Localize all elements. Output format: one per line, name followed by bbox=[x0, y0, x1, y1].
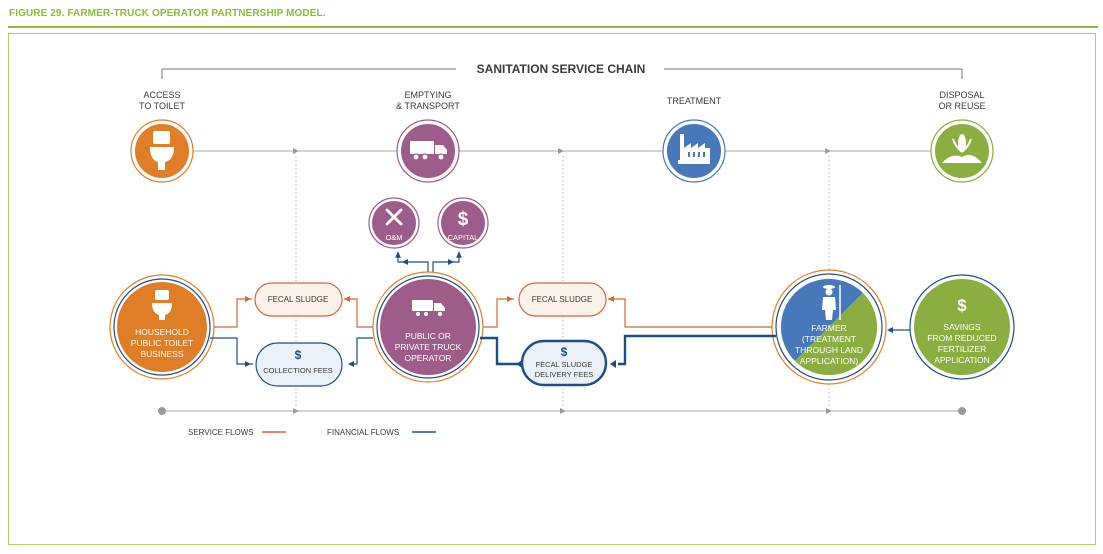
stage-emptying-label-2: & TRANSPORT bbox=[396, 101, 460, 111]
stage-treatment-label: TREATMENT bbox=[667, 96, 722, 106]
savings-dollar-icon: $ bbox=[957, 296, 967, 315]
toilet-icon bbox=[152, 290, 172, 320]
savings-label-1: SAVINGS bbox=[943, 322, 980, 332]
legend: SERVICE FLOWS FINANCIAL FLOWS bbox=[188, 428, 436, 437]
household-label-2: PUBLIC TOILET bbox=[131, 338, 194, 348]
bottom-timeline bbox=[158, 407, 966, 415]
delivery-fees-pill: $ FECAL SLUDGE DELIVERY FEES bbox=[520, 339, 608, 387]
service-flow-lines bbox=[214, 298, 772, 328]
stage-toilet-icon bbox=[130, 119, 194, 183]
farmer-node: FARMER (TREATMENT THROUGH LAND APPLICATI… bbox=[771, 269, 887, 385]
stage-disposal-label-1: DISPOSAL bbox=[939, 90, 984, 100]
truck-icon bbox=[412, 300, 445, 318]
figure-frame bbox=[8, 33, 1096, 545]
stage-disposal-label-2: OR REUSE bbox=[938, 101, 985, 111]
cost-flow-arrowheads bbox=[402, 259, 454, 265]
financial-flow-arrowheads bbox=[245, 327, 893, 368]
delivery-dollar-icon: $ bbox=[561, 345, 568, 359]
capital-circle: $ CAPITAL bbox=[437, 197, 489, 249]
farmer-label-4: APPLICATION) bbox=[800, 356, 859, 366]
household-label-1: HOUSEHOLD bbox=[135, 327, 189, 337]
capital-label: CAPITAL bbox=[448, 233, 479, 242]
stage-access-label-1: ACCESS bbox=[143, 90, 180, 100]
title-rule bbox=[8, 26, 1098, 28]
fecal-sludge-label-2: FECAL SLUDGE bbox=[532, 295, 593, 304]
delivery-fees-label-2: DELIVERY FEES bbox=[535, 370, 594, 379]
savings-node: $ SAVINGS FROM REDUCED FERTILIZER APPLIC… bbox=[909, 274, 1015, 380]
farmer-label-2: (TREATMENT bbox=[802, 334, 856, 344]
household-label-3: BUSINESS bbox=[141, 349, 184, 359]
collection-fees-label: COLLECTION FEES bbox=[263, 366, 333, 375]
collection-fees-pill: $ COLLECTION FEES bbox=[255, 342, 343, 387]
operator-label-2: PRIVATE TRUCK bbox=[395, 342, 462, 352]
chain-bracket bbox=[161, 68, 963, 79]
farmer-label-1: FARMER bbox=[811, 323, 846, 333]
chain-line bbox=[193, 148, 931, 154]
cost-flow-lines bbox=[395, 251, 462, 276]
farmer-label-3: THROUGH LAND bbox=[795, 345, 863, 355]
fecal-sludge-pill-2: FECAL SLUDGE bbox=[518, 282, 607, 317]
stage-access-label-2: TO TOILET bbox=[139, 101, 186, 111]
stage-factory-icon bbox=[662, 119, 726, 183]
operator-label-1: PUBLIC OR bbox=[405, 331, 451, 341]
stage-crop-icon bbox=[930, 119, 994, 183]
tools-icon bbox=[385, 208, 403, 226]
legend-financial-label: FINANCIAL FLOWS bbox=[327, 428, 399, 437]
fecal-sludge-label-1: FECAL SLUDGE bbox=[268, 295, 329, 304]
delivery-fees-label-1: FECAL SLUDGE bbox=[536, 360, 593, 369]
figure-title: FIGURE 29. FARMER-TRUCK OPERATOR PARTNER… bbox=[9, 8, 326, 19]
om-circle: O&M bbox=[368, 197, 420, 249]
farmer-icon bbox=[822, 285, 841, 320]
savings-label-2: FROM REDUCED bbox=[927, 333, 996, 343]
operator-label-3: OPERATOR bbox=[405, 353, 452, 363]
om-label: O&M bbox=[385, 233, 402, 242]
stage-truck-icon bbox=[396, 119, 460, 183]
savings-label-4: APPLICATION bbox=[934, 355, 990, 365]
capital-dollar-icon: $ bbox=[458, 209, 469, 230]
service-flow-arrowheads bbox=[245, 296, 614, 302]
legend-service-label: SERVICE FLOWS bbox=[188, 428, 254, 437]
fecal-sludge-pill-1: FECAL SLUDGE bbox=[254, 282, 343, 317]
operator-node: PUBLIC OR PRIVATE TRUCK OPERATOR bbox=[372, 271, 484, 383]
household-node: HOUSEHOLD PUBLIC TOILET BUSINESS bbox=[109, 274, 215, 380]
collection-dollar-icon: $ bbox=[295, 348, 302, 362]
stage-emptying-label-1: EMPTYING bbox=[404, 90, 451, 100]
savings-label-3: FERTILIZER bbox=[938, 344, 987, 354]
chain-title: SANITATION SERVICE CHAIN bbox=[477, 62, 646, 76]
